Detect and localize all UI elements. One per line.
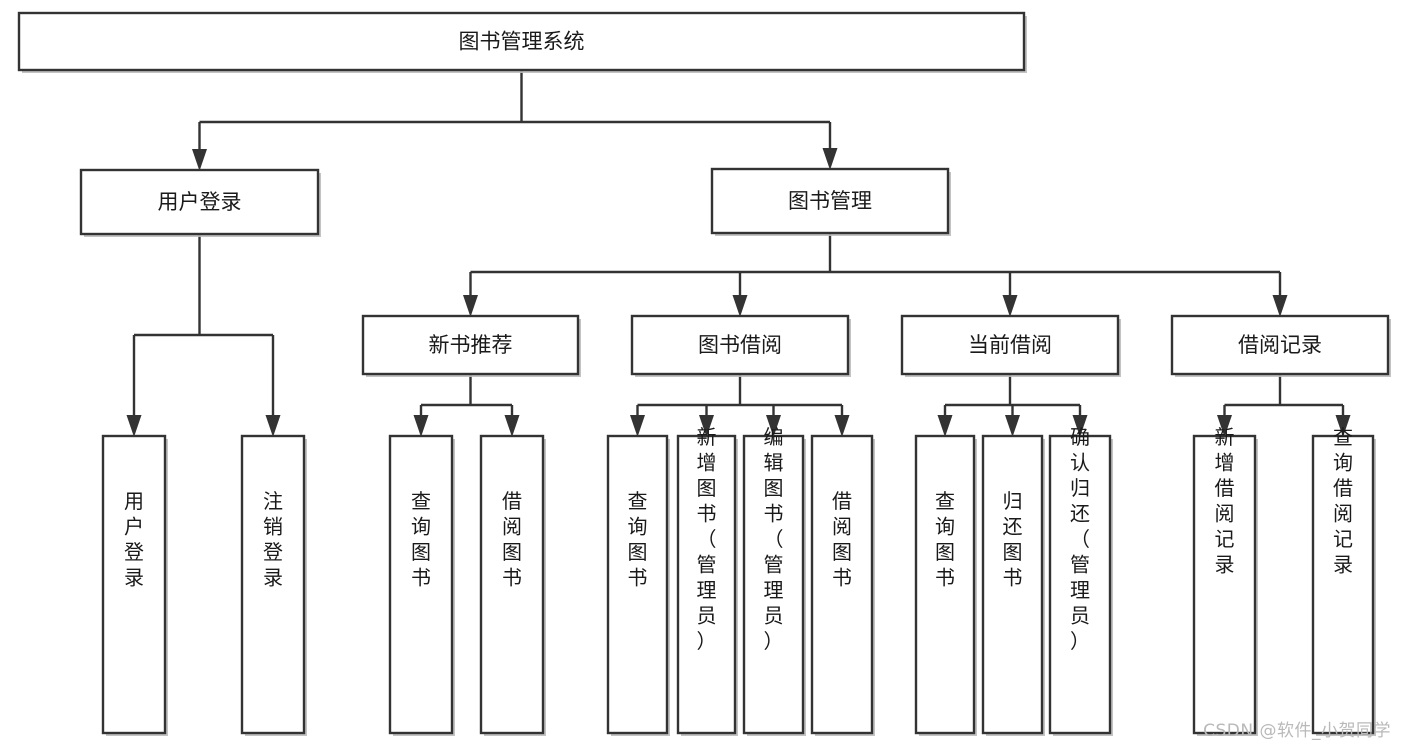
- node-label: 新书推荐: [429, 333, 513, 357]
- node-label: 编辑图书（管理员）: [764, 425, 784, 653]
- node-label: 借阅图书: [832, 489, 852, 590]
- node-label: 借阅记录: [1238, 333, 1322, 357]
- node-label: 用户登录: [158, 190, 242, 214]
- csdn-watermark: CSDN @软件_小贺同学: [1203, 721, 1391, 741]
- node-label: 新增图书（管理员）: [697, 425, 717, 653]
- node-l-query-record[interactable]: 查询借阅记录: [1311, 425, 1376, 736]
- node-l-borrow-book-1[interactable]: 借阅图书: [479, 434, 546, 736]
- node-n-book-borrow[interactable]: 图书借阅: [630, 314, 851, 377]
- node-n-borrow-record[interactable]: 借阅记录: [1170, 314, 1391, 377]
- node-label: 新增借阅记录: [1215, 425, 1235, 577]
- node-n-book-mgmt[interactable]: 图书管理: [710, 167, 951, 236]
- node-l-add-record[interactable]: 新增借阅记录: [1192, 425, 1258, 736]
- node-label: 确认归还（管理员）: [1070, 425, 1090, 653]
- node-l-query-book-2[interactable]: 查询图书: [606, 434, 670, 736]
- node-label: 查询图书: [411, 489, 431, 590]
- node-l-return-book[interactable]: 归还图书: [981, 434, 1045, 736]
- node-label: 当前借阅: [968, 333, 1052, 357]
- node-l-query-book-3[interactable]: 查询图书: [914, 434, 977, 736]
- node-label: 借阅图书: [502, 489, 522, 590]
- node-l-borrow-book-2[interactable]: 借阅图书: [810, 434, 875, 736]
- node-l-user-logout[interactable]: 注销登录: [240, 434, 307, 736]
- node-label: 注销登录: [263, 489, 283, 590]
- node-n-current-borrow[interactable]: 当前借阅: [900, 314, 1121, 377]
- node-l-add-book[interactable]: 新增图书（管理员）: [676, 425, 738, 736]
- nodes-layer: 图书管理系统用户登录图书管理新书推荐图书借阅当前借阅借阅记录用户登录注销登录查询…: [17, 11, 1391, 736]
- node-label: 查询图书: [935, 489, 955, 590]
- node-n-user-login[interactable]: 用户登录: [79, 168, 321, 237]
- node-label: 查询图书: [628, 489, 648, 590]
- node-l-edit-book[interactable]: 编辑图书（管理员）: [742, 425, 806, 736]
- node-label: 查询借阅记录: [1333, 425, 1353, 577]
- edges-layer: [126, 70, 1351, 437]
- node-n-new-book-rec[interactable]: 新书推荐: [361, 314, 581, 377]
- node-l-user-login[interactable]: 用户登录: [101, 434, 168, 736]
- node-label: 图书借阅: [698, 333, 782, 357]
- node-label: 归还图书: [1003, 489, 1023, 590]
- node-l-confirm-return[interactable]: 确认归还（管理员）: [1048, 425, 1113, 736]
- node-l-query-book-1[interactable]: 查询图书: [388, 434, 455, 736]
- node-label: 用户登录: [124, 489, 144, 590]
- node-label: 图书管理系统: [459, 30, 585, 54]
- node-label: 图书管理: [788, 189, 872, 213]
- node-root[interactable]: 图书管理系统: [17, 11, 1027, 73]
